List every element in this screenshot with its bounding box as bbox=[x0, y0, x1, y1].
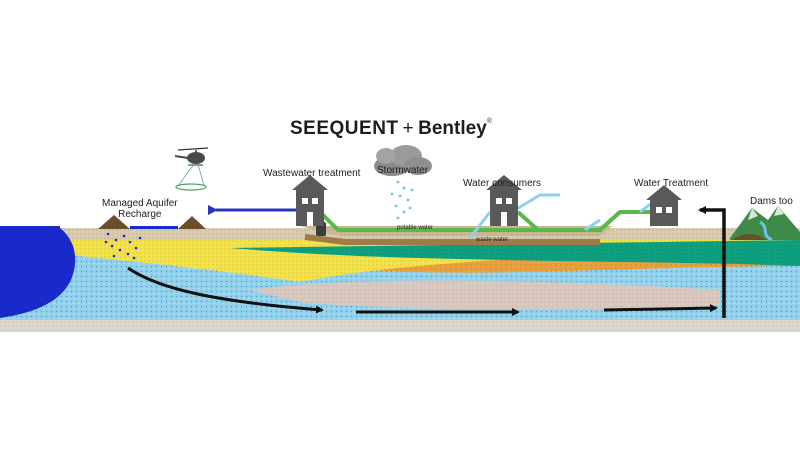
helicopter-icon bbox=[174, 147, 209, 191]
brand-partner: Bentley bbox=[418, 118, 487, 139]
label-potable-water: potable water bbox=[397, 225, 434, 231]
waste-pipe bbox=[304, 234, 600, 245]
label-water-consumers: Water consumers bbox=[463, 178, 541, 189]
label-managed-aquifer-recharge: Managed Aquifer Recharge bbox=[102, 198, 178, 220]
rain-drops bbox=[390, 180, 414, 220]
flow-arrow-1 bbox=[127, 266, 324, 314]
label-mar-line1: Managed Aquifer bbox=[102, 198, 178, 209]
label-stormwater: Stormwater bbox=[377, 165, 429, 176]
well-riser bbox=[698, 206, 726, 318]
brand-name: SEEQUENT bbox=[290, 118, 399, 139]
building-icon bbox=[292, 175, 328, 226]
treatment-pipe-left bbox=[598, 210, 622, 232]
label-wastewater-treatment: Wastewater treatment bbox=[263, 168, 361, 179]
mountain-icon bbox=[730, 206, 800, 242]
label-water-treatment: Water Treatment bbox=[634, 178, 709, 189]
consumer-waste-pipe bbox=[468, 211, 492, 239]
mar-basin-water bbox=[130, 226, 178, 229]
label-mar-line2: Recharge bbox=[118, 209, 162, 220]
label-dams: Dams too bbox=[750, 196, 793, 207]
sea bbox=[0, 228, 76, 318]
flow-arrow-3 bbox=[603, 304, 718, 313]
building-icon bbox=[646, 185, 682, 226]
infiltration-dots bbox=[104, 232, 142, 260]
consumer-pipe-right bbox=[514, 193, 560, 212]
label-waste-water: waste water bbox=[476, 237, 509, 243]
cloud-icon bbox=[374, 145, 432, 176]
brand-logo: SEEQUENT+Bentley® bbox=[290, 118, 492, 140]
potable-pipe-down bbox=[516, 210, 540, 232]
brand-mark: ® bbox=[486, 118, 493, 125]
potable-pipe-up bbox=[584, 218, 601, 232]
mar-mound-right bbox=[178, 216, 206, 229]
mar-mound-left bbox=[98, 215, 130, 229]
brand-join: + bbox=[402, 118, 415, 139]
building-icon bbox=[486, 175, 522, 226]
